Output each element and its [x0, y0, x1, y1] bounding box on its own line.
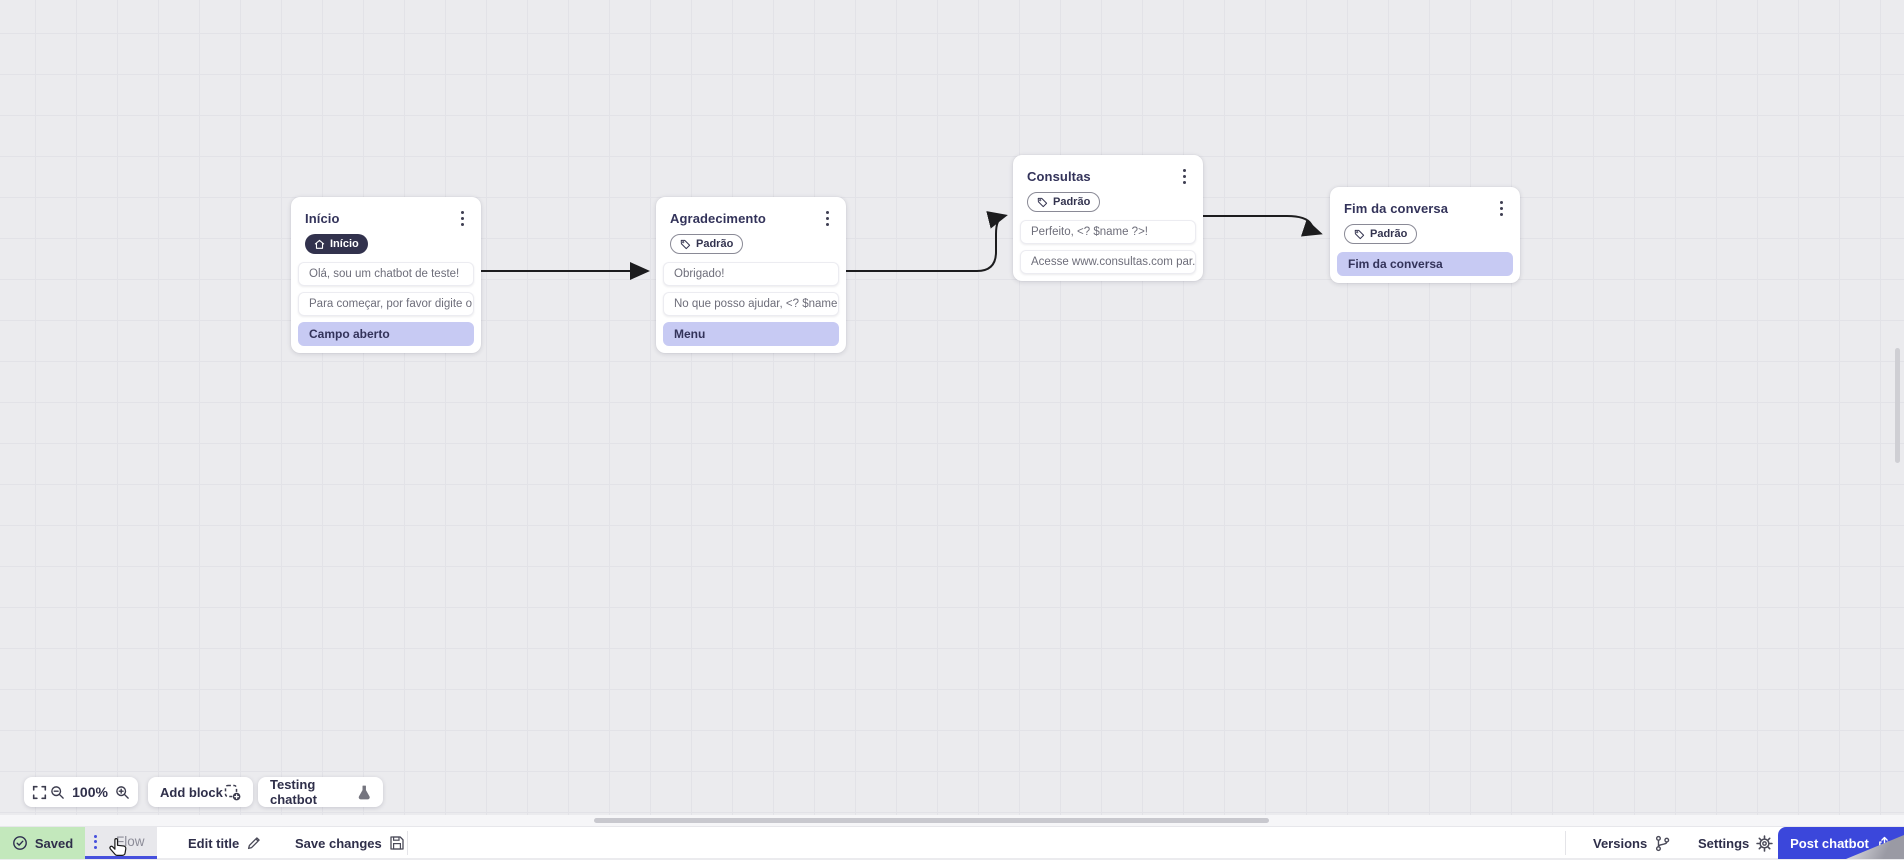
node-menu-icon[interactable]	[455, 209, 469, 227]
node-header: Fim da conversa	[1330, 198, 1520, 218]
node-title: Fim da conversa	[1344, 200, 1449, 216]
git-branch-icon	[1656, 835, 1670, 851]
message-bubble[interactable]: Perfeito, <? $name ?>!	[1020, 219, 1196, 244]
node-inicio[interactable]: Início Início Olá, sou um chatbot de tes…	[291, 197, 481, 353]
badge-label: Início	[330, 238, 359, 250]
node-consultas[interactable]: Consultas Padrão Perfeito, <? $name ?>! …	[1013, 155, 1203, 281]
vertical-scrollbar-thumb[interactable]	[1895, 348, 1900, 463]
flow-menu-icon[interactable]	[94, 834, 97, 849]
versions-label: Versions	[1593, 835, 1648, 851]
node-title: Consultas	[1027, 168, 1091, 184]
padrao-badge: Padrão	[670, 234, 744, 254]
zoom-in-button[interactable]	[115, 785, 130, 800]
flow-tab-label: Flow	[116, 834, 145, 849]
question-block[interactable]: Campo aberto	[298, 321, 474, 346]
settings-label: Settings	[1698, 835, 1750, 851]
flask-icon	[358, 785, 370, 800]
testing-chatbot-button[interactable]: Testing chatbot	[258, 777, 383, 807]
node-header: Agradecimento	[656, 208, 846, 228]
tag-icon	[1354, 229, 1365, 239]
check-circle-icon	[12, 836, 27, 850]
gear-icon	[1756, 834, 1774, 852]
tag-icon	[1037, 197, 1048, 207]
status-bar: Saved Flow Edit title Save changes Versi…	[0, 826, 1904, 859]
edit-title-label: Edit title	[188, 835, 240, 851]
pencil-icon	[248, 837, 261, 850]
end-block[interactable]: Fim da conversa	[1337, 251, 1513, 276]
fullscreen-icon	[32, 785, 47, 799]
connection-lines	[481, 211, 1323, 280]
node-menu-icon[interactable]	[1494, 199, 1508, 217]
tab-flow[interactable]: Flow	[85, 827, 157, 859]
home-icon	[314, 239, 325, 249]
statusbar-divider	[1565, 831, 1566, 855]
statusbar-divider	[407, 831, 408, 855]
tag-icon	[680, 239, 691, 249]
testing-chatbot-label: Testing chatbot	[270, 777, 317, 807]
zoom-level: 100%	[72, 784, 108, 800]
versions-button[interactable]: Versions	[1593, 827, 1671, 859]
badge-label: Padrão	[1370, 228, 1408, 240]
node-title: Início	[305, 210, 340, 226]
message-bubble[interactable]: Obrigado!	[663, 261, 839, 286]
node-header: Início	[291, 208, 481, 228]
zoom-toolbar: 100%	[24, 777, 138, 807]
node-title: Agradecimento	[670, 210, 766, 226]
node-header: Consultas	[1013, 166, 1203, 186]
settings-button[interactable]: Settings	[1698, 827, 1774, 859]
post-chatbot-label: Post chatbot	[1790, 835, 1869, 851]
fullscreen-button[interactable]	[32, 785, 47, 800]
question-block[interactable]: Menu	[663, 321, 839, 346]
badge-label: Padrão	[696, 238, 734, 250]
add-block-button[interactable]: Add block	[148, 777, 253, 807]
saved-label: Saved	[34, 835, 74, 851]
horizontal-scrollbar	[0, 815, 1904, 826]
message-bubble[interactable]: No que posso ajudar, <? $name ...	[663, 291, 839, 316]
edit-title-button[interactable]: Edit title	[188, 827, 262, 859]
post-chatbot-button[interactable]: Post chatbot	[1778, 827, 1904, 859]
saved-status-badge: Saved	[0, 827, 85, 859]
message-bubble[interactable]: Olá, sou um chatbot de teste!	[298, 261, 474, 286]
node-menu-icon[interactable]	[1177, 167, 1191, 185]
save-changes-button[interactable]: Save changes	[295, 827, 405, 859]
zoom-out-button[interactable]	[50, 785, 65, 800]
node-fim-da-conversa[interactable]: Fim da conversa Padrão Fim da conversa	[1330, 187, 1520, 283]
padrao-badge: Padrão	[1344, 224, 1418, 244]
padrao-badge: Padrão	[1027, 192, 1101, 212]
message-bubble[interactable]: Para começar, por favor digite o ...	[298, 291, 474, 316]
message-bubble[interactable]: Acesse www.consultas.com par...	[1020, 249, 1196, 274]
badge-label: Padrão	[1053, 196, 1091, 208]
zoom-out-icon	[51, 785, 64, 799]
node-menu-icon[interactable]	[820, 209, 834, 227]
upload-icon	[1878, 836, 1890, 850]
add-block-icon	[224, 784, 241, 800]
zoom-in-icon	[116, 785, 129, 799]
start-badge: Início	[305, 234, 368, 254]
flow-canvas[interactable]: Início Início Olá, sou um chatbot de tes…	[0, 0, 1904, 826]
add-block-label: Add block	[160, 784, 223, 800]
horizontal-scrollbar-thumb[interactable]	[594, 818, 1269, 823]
save-icon	[390, 836, 404, 850]
save-changes-label: Save changes	[295, 835, 382, 851]
node-agradecimento[interactable]: Agradecimento Padrão Obrigado! No que po…	[656, 197, 846, 353]
